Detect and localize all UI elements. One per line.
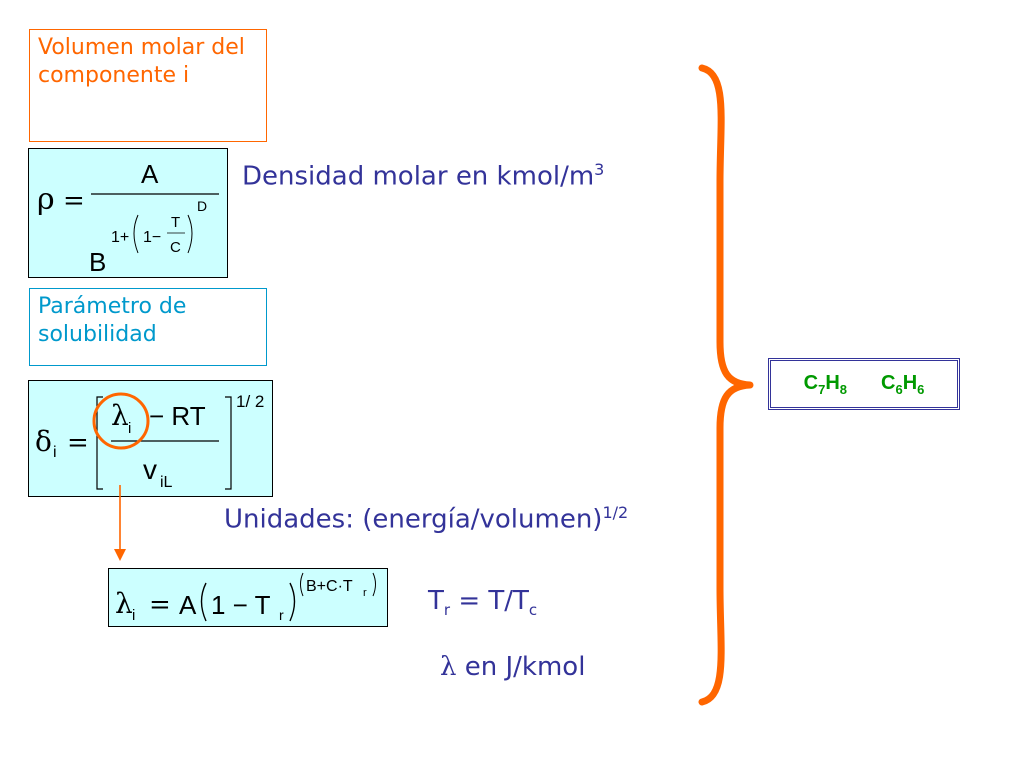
rho-frac-den: C bbox=[170, 239, 181, 256]
delta-symbol: δ bbox=[35, 425, 52, 458]
lambda-one-minus-T: 1 − T bbox=[211, 590, 271, 620]
benzene-c-count: 6 bbox=[895, 381, 903, 397]
lambda-exp-sub: r bbox=[363, 587, 367, 599]
molar-density-label: Densidad molar en kmol/m bbox=[242, 161, 595, 192]
rho-paren-right bbox=[187, 214, 193, 254]
arrow-head bbox=[114, 549, 126, 561]
solubility-formula: δ i = λ i − RT v iL 1/ 2 bbox=[28, 380, 273, 497]
tr-T: T bbox=[428, 586, 444, 616]
rho-equals: = bbox=[63, 186, 85, 216]
lambda-highlight-circle bbox=[92, 392, 150, 450]
delta-minus-RT: − RT bbox=[149, 401, 206, 431]
exp-paren-left bbox=[300, 572, 304, 597]
benzene-formula: C6H6 bbox=[881, 372, 924, 397]
rho-exp-1minus: 1− bbox=[143, 229, 161, 246]
rho-denominator-base: B bbox=[89, 247, 106, 277]
rho-exp-1plus: 1+ bbox=[111, 229, 129, 246]
units-label: Unidades: (energía/volumen) bbox=[224, 504, 603, 535]
curly-brace-path bbox=[698, 64, 754, 706]
delta-lambda: λ bbox=[111, 399, 129, 432]
tr-sub-r: r bbox=[443, 601, 451, 620]
rho-paren-left bbox=[133, 214, 139, 254]
rho-symbol: ρ bbox=[37, 182, 55, 217]
delta-den-sub: iL bbox=[160, 474, 173, 491]
molar-volume-label: Volumen molar del componente i bbox=[29, 29, 267, 142]
units-exponent: 1/2 bbox=[602, 503, 629, 522]
lambda-units-text: en J/kmol bbox=[456, 652, 586, 682]
lambda-symbol: λ bbox=[115, 587, 133, 620]
delta-sub: i bbox=[53, 444, 57, 461]
benzene-h-count: 6 bbox=[917, 381, 925, 397]
delta-lambda-sub: i bbox=[128, 420, 131, 437]
toluene-formula: C7H8 bbox=[804, 372, 847, 397]
lambda-units-symbol: λ bbox=[440, 652, 457, 682]
solubility-parameter-label: Parámetro de solubilidad bbox=[29, 288, 267, 366]
rho-exp-D: D bbox=[197, 198, 207, 214]
molar-volume-text: Volumen molar del componente i bbox=[38, 35, 245, 88]
lambda-sub-r: r bbox=[279, 607, 284, 623]
lambda-paren-left bbox=[200, 582, 207, 622]
lambda-units: λ en J/kmol bbox=[440, 652, 585, 682]
exp-paren-right bbox=[372, 572, 376, 597]
lambda-sub: i bbox=[132, 607, 135, 624]
toluene-c-count: 7 bbox=[818, 381, 826, 397]
toluene-c: C bbox=[803, 371, 819, 394]
lambda-exp-text: B+C·T bbox=[306, 578, 353, 595]
delta-formula-svg: δ i = λ i − RT v iL 1/ 2 bbox=[35, 392, 264, 491]
molar-density-text: Densidad molar en kmol/m3 bbox=[242, 160, 604, 192]
lambda-A: A bbox=[179, 590, 197, 620]
tr-sub-c: c bbox=[528, 601, 538, 620]
lambda-formula-svg: λ i = A 1 − T r B+C·T r bbox=[115, 572, 376, 624]
tr-definition: Tr = T/Tc bbox=[428, 586, 537, 619]
molar-density-exponent: 3 bbox=[594, 160, 605, 179]
benzene-h: H bbox=[902, 371, 918, 394]
delta-equals: = bbox=[67, 428, 89, 458]
delta-den-v: v bbox=[143, 454, 157, 485]
chemical-formulas-box: C7H8 C6H6 bbox=[768, 358, 960, 410]
lambda-formula: λ i = A 1 − T r B+C·T r bbox=[108, 568, 388, 627]
delta-bracket-right bbox=[225, 396, 232, 490]
toluene-h: H bbox=[825, 371, 840, 394]
curly-brace bbox=[698, 64, 754, 706]
rho-numerator: A bbox=[141, 159, 159, 189]
tr-eq-T: = T/T bbox=[450, 586, 529, 616]
lambda-paren-right bbox=[289, 582, 296, 622]
rho-formula-svg: ρ = A B 1+ 1− T C D bbox=[37, 159, 219, 277]
orange-arrow bbox=[114, 485, 126, 561]
benzene-c: C bbox=[881, 371, 896, 394]
rho-frac-num: T bbox=[171, 214, 180, 231]
toluene-h-count: 8 bbox=[839, 381, 847, 397]
lambda-equals: = bbox=[149, 590, 171, 620]
delta-bracket-left bbox=[96, 396, 103, 490]
molar-density-formula: ρ = A B 1+ 1− T C D bbox=[28, 148, 228, 278]
solubility-parameter-text: Parámetro de solubilidad bbox=[38, 294, 187, 347]
units-text: Unidades: (energía/volumen)1/2 bbox=[224, 503, 628, 535]
delta-power: 1/ 2 bbox=[236, 392, 264, 411]
